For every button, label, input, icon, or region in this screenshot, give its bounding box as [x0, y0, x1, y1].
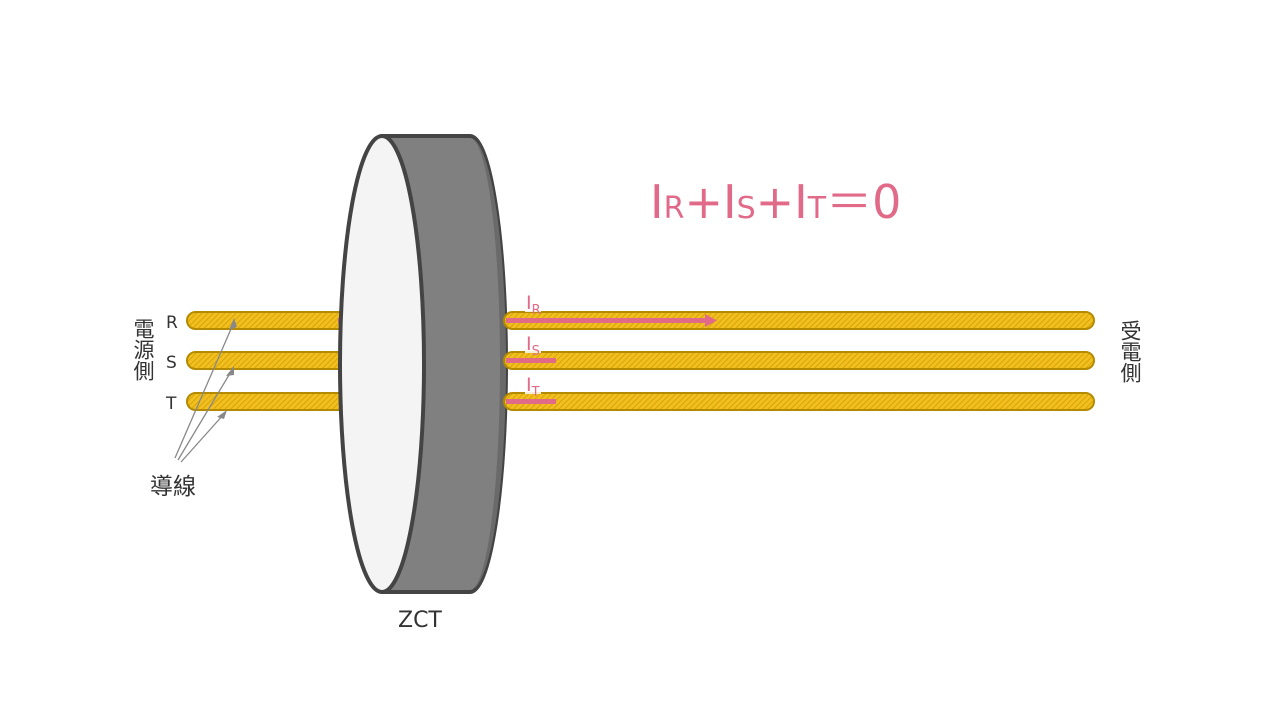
zct-face [338, 134, 426, 594]
current-r-right-arrow [506, 314, 717, 327]
zct-ring [338, 134, 508, 594]
source-side-label: 電源側 [131, 318, 155, 381]
zct-rim-shade [470, 138, 506, 590]
pointer-s [177, 369, 233, 461]
conductor-pointers [174, 318, 237, 463]
equation: IR+IS+IT＝0 [650, 175, 901, 229]
phase-label-r: R [166, 313, 178, 333]
current-s-right-segment [506, 358, 556, 363]
conductor-t-right [503, 392, 1095, 411]
current-label-t: IT [526, 374, 540, 400]
zct-label: ZCT [398, 608, 442, 633]
phase-label-t: T [165, 394, 177, 414]
conductors-right [503, 311, 1095, 411]
receiving-side-label: 受電側 [1118, 320, 1142, 383]
pointer-t [180, 413, 225, 463]
conductor-r-right [503, 311, 1095, 330]
phase-labels: R S T [165, 313, 178, 414]
current-t-right-segment [506, 399, 556, 404]
current-arrows-right [506, 314, 717, 404]
current-label-r: IR [526, 292, 541, 318]
conductors-label: 導線 [150, 474, 196, 500]
current-label-s: IS [526, 333, 540, 359]
current-labels: IR IS IT [525, 292, 541, 400]
conductor-s-right [503, 351, 1095, 370]
pointer-r [174, 321, 235, 459]
phase-label-s: S [166, 353, 177, 373]
